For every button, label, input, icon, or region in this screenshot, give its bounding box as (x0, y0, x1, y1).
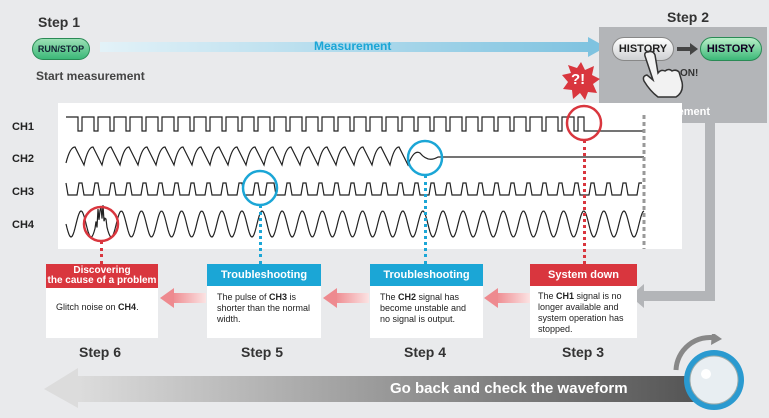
card-step3-text: The CH1 signal is no longer available an… (538, 291, 624, 334)
return-arrow (630, 123, 715, 308)
jog-dial-icon[interactable] (668, 334, 754, 414)
waveform-traces (65, 104, 646, 249)
arrow-step3-to-step4 (484, 288, 530, 308)
on-label: ON! (680, 68, 699, 79)
step3-label: Step 3 (562, 344, 605, 360)
connector-ch1 (583, 140, 586, 264)
ch3-trace (65, 182, 642, 196)
pointing-hand-icon (642, 50, 684, 98)
history-button-on[interactable]: HISTORY (700, 37, 762, 61)
card-step3-title: System down (530, 264, 637, 286)
step1-label: Step 1 (38, 14, 81, 30)
card-step4: Troubleshooting The CH2 signal has becom… (370, 264, 483, 338)
card-step6-text: Glitch noise on CH4. (56, 302, 139, 312)
channel-label-ch2: CH2 (12, 153, 35, 165)
channel-label-ch3: CH3 (12, 186, 35, 198)
ch1-trace (66, 116, 644, 132)
arrow-right-icon (677, 43, 698, 55)
measurement-label: Measurement (314, 39, 392, 53)
card-step5-text: The pulse of CH3 is shorter than the nor… (217, 292, 311, 324)
alert-burst-icon (562, 62, 600, 100)
history-button-off[interactable]: HISTORY (612, 37, 674, 61)
card-step5-title: Troubleshooting (207, 264, 321, 286)
card-step6: Discovering the cause of a problem Glitc… (46, 264, 158, 338)
connector-ch2 (424, 175, 427, 264)
ch2-trace (65, 146, 644, 167)
alert-text: ?! (571, 71, 586, 88)
channel-label-ch4: CH4 (12, 219, 35, 231)
connector-ch3 (259, 205, 262, 264)
ch3-highlight-circle (241, 169, 279, 207)
arrow-step4-to-step5 (323, 288, 369, 308)
arrow-step5-to-step6 (160, 288, 206, 308)
run-stop-button[interactable]: RUN/STOP (32, 38, 90, 60)
go-back-arrow (44, 368, 694, 408)
card-step4-title: Troubleshooting (370, 264, 483, 286)
channel-label-ch1: CH1 (12, 121, 35, 133)
measurement-arrow (100, 37, 606, 57)
step2-label: Step 2 (667, 9, 710, 25)
card-step5: Troubleshooting The pulse of CH3 is shor… (207, 264, 321, 338)
connector-ch4 (100, 241, 103, 264)
card-step3: System down The CH1 signal is no longer … (530, 264, 637, 338)
start-measurement-caption: Start measurement (36, 69, 145, 83)
step4-label: Step 4 (404, 344, 447, 360)
ch4-trace (65, 205, 645, 238)
card-step4-text: The CH2 signal has become unstable and n… (380, 292, 467, 324)
card-step6-title: Discovering the cause of a problem (46, 264, 158, 288)
step5-label: Step 5 (241, 344, 284, 360)
step6-label: Step 6 (79, 344, 122, 360)
go-back-label: Go back and check the waveform (390, 380, 628, 397)
